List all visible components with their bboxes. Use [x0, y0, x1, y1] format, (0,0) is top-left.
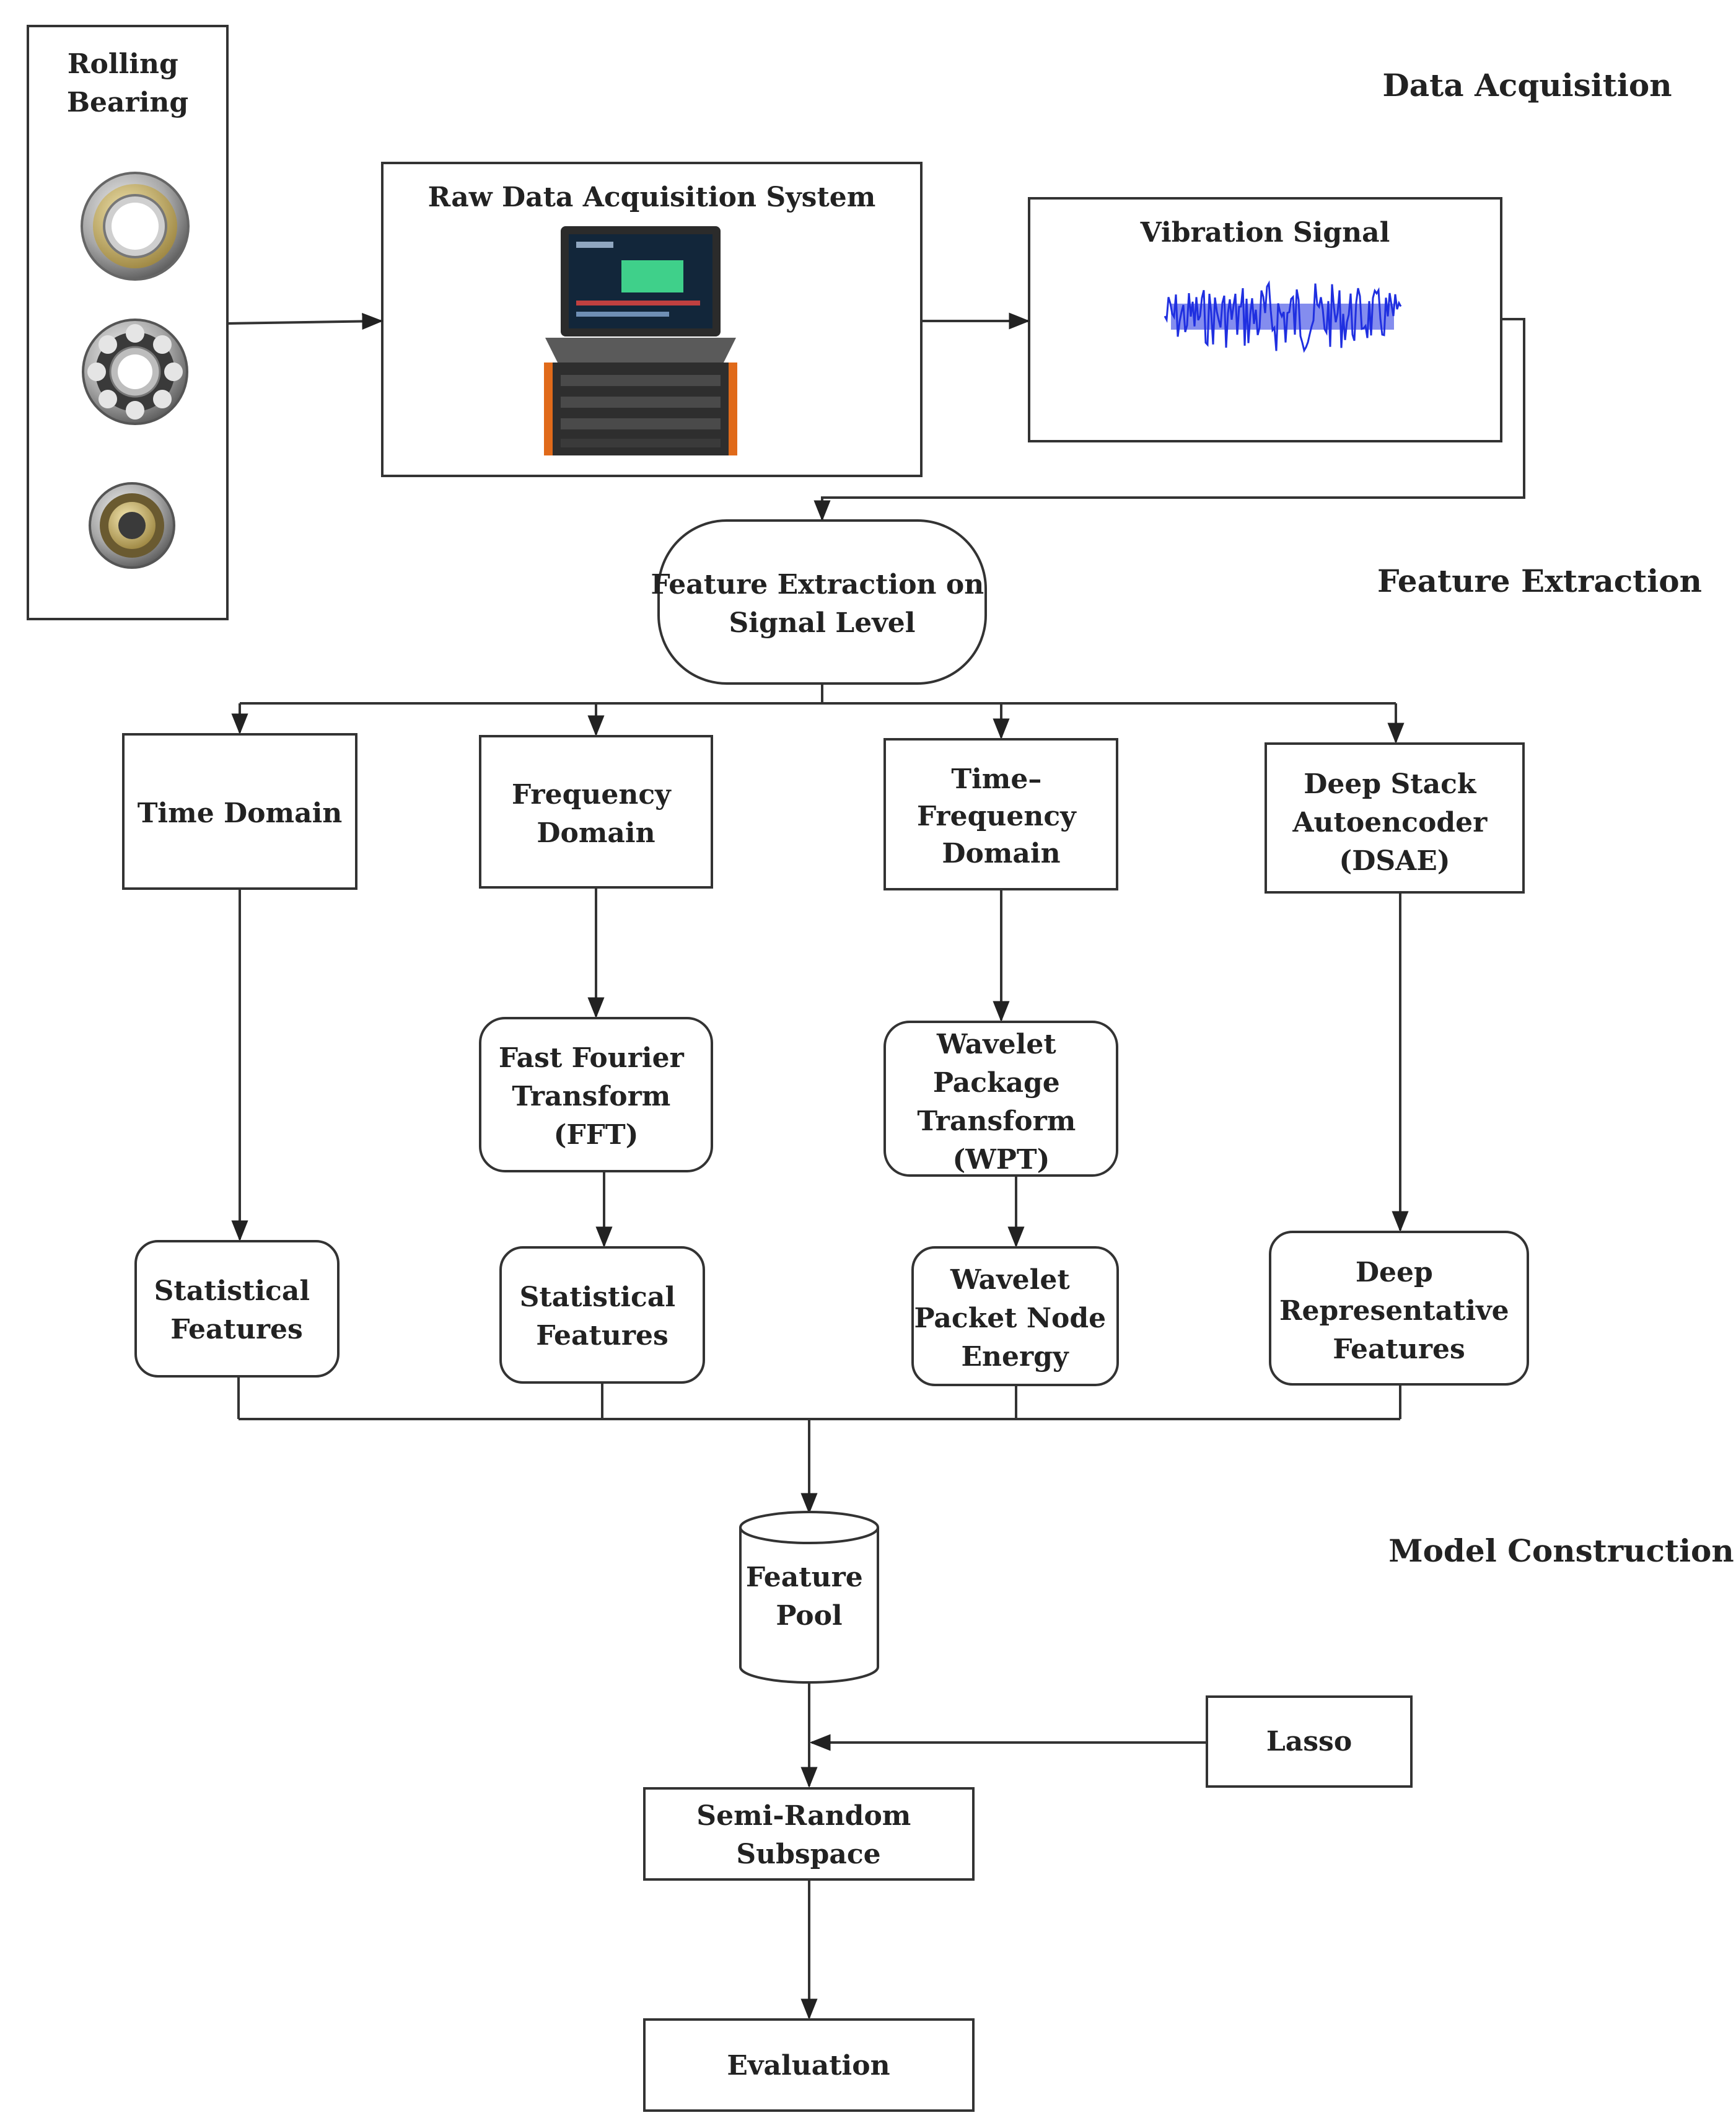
feature-extraction-signal-label: Feature Extraction on Signal Level: [651, 569, 993, 639]
fft-label: Fast Fourier Transform (FFT): [499, 1042, 693, 1151]
lasso-box: Lasso: [1206, 1695, 1413, 1788]
time-domain-label: Time Domain: [138, 798, 343, 829]
deep-representative-features-box: Deep Representative Features: [1269, 1231, 1529, 1386]
feature-pool-cylinder: Feature Pool: [739, 1511, 879, 1684]
vibration-signal-label: Vibration Signal: [1140, 217, 1390, 248]
statistical-features-2-label: Statistical Features: [520, 1281, 685, 1352]
frequency-domain-label: Frequency Domain: [512, 779, 680, 849]
statistical-features-1-label: Statistical Features: [154, 1275, 320, 1345]
section-feature-extraction: Feature Extraction: [1377, 563, 1702, 599]
deep-representative-features-label: Deep Representative Features: [1279, 1257, 1519, 1365]
raw-data-acquisition-label: Raw Data Acquisition System: [428, 182, 876, 213]
ball-bearing-icon: [82, 319, 188, 425]
laptop-data-acquisition-device-icon: [544, 226, 737, 455]
wpt-box: Wavelet Package Transform (WPT): [883, 1021, 1118, 1177]
statistical-features-2-box: Statistical Features: [499, 1246, 705, 1384]
section-model-construction: Model Construction: [1388, 1532, 1734, 1569]
evaluation-box: Evaluation: [643, 2018, 975, 2112]
wavelet-packet-node-energy-label: Wavelet Packet Node Energy: [914, 1264, 1116, 1373]
feature-extraction-signal-node: Feature Extraction on Signal Level: [651, 519, 993, 685]
feature-pool-label: Feature Pool: [746, 1562, 872, 1632]
arrow-signal-to-feature-extraction: [813, 318, 1525, 522]
section-data-acquisition: Data Acquisition: [1382, 67, 1672, 103]
fft-box: Fast Fourier Transform (FFT): [479, 1017, 713, 1172]
cylindrical-roller-bearing-icon: [81, 172, 190, 281]
time-frequency-domain-label: Time– Frequency Domain: [917, 763, 1085, 869]
arrow-bearing-to-daq: [227, 312, 384, 330]
rolling-bearing-label: Rolling Bearing: [67, 48, 188, 118]
vibration-waveform-icon: [1164, 280, 1402, 353]
lasso-label: Lasso: [1266, 1726, 1352, 1757]
raw-data-acquisition-box: Raw Data Acquisition System: [381, 162, 923, 477]
semi-random-subspace-label: Semi-Random Subspace: [696, 1800, 920, 1870]
rolling-bearing-box: Rolling Bearing: [27, 25, 229, 620]
dsae-label: Deep Stack Autoencoder (DSAE): [1292, 768, 1496, 877]
wavelet-packet-node-energy-box: Wavelet Packet Node Energy: [911, 1246, 1119, 1386]
wpt-label: Wavelet Package Transform (WPT): [917, 1029, 1085, 1176]
vibration-signal-box: Vibration Signal: [1028, 197, 1502, 442]
time-domain-box: Time Domain: [122, 733, 357, 890]
dsae-box: Deep Stack Autoencoder (DSAE): [1265, 742, 1525, 894]
semi-random-subspace-box: Semi-Random Subspace: [643, 1787, 975, 1881]
evaluation-label: Evaluation: [727, 2050, 890, 2081]
frequency-domain-box: Frequency Domain: [479, 735, 713, 889]
time-frequency-domain-box: Time– Frequency Domain: [883, 738, 1118, 890]
statistical-features-1-box: Statistical Features: [134, 1240, 340, 1378]
spherical-roller-bearing-icon: [89, 482, 175, 569]
